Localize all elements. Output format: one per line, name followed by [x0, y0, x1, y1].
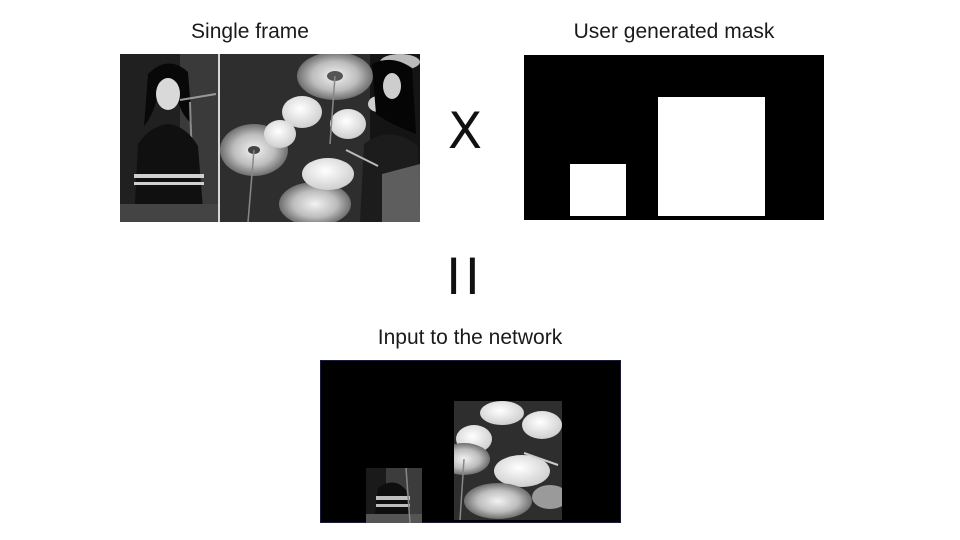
frame-label: Single frame [191, 20, 309, 43]
visible-region-small [366, 468, 422, 523]
equals-operator: II [446, 248, 484, 306]
mask-region-large [658, 97, 765, 216]
single-frame-image [120, 54, 420, 222]
user-mask-image [524, 55, 824, 220]
mask-label: User generated mask [573, 20, 775, 43]
mask-region-small [570, 164, 626, 216]
visible-region-large [454, 401, 562, 520]
output-label: Input to the network [377, 326, 563, 349]
network-input-image [320, 360, 621, 523]
multiply-operator: X [447, 102, 483, 160]
